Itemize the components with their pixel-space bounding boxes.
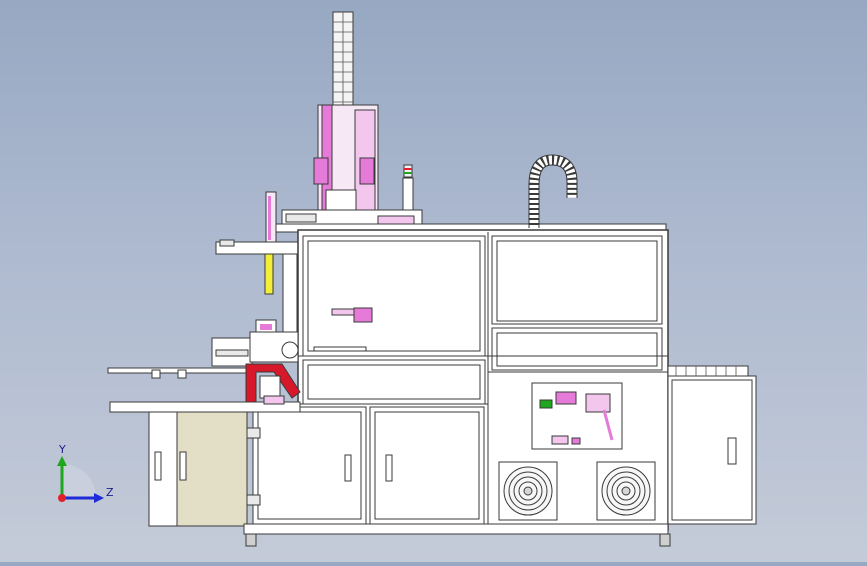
top-crossbar	[265, 209, 667, 233]
bracket-left	[331, 308, 355, 316]
lower-doors	[245, 406, 485, 525]
electrical-panel	[531, 382, 623, 450]
z-axis-label: Z	[106, 486, 114, 499]
cooling-fan-right	[596, 461, 656, 521]
tower-light	[402, 164, 414, 213]
cooling-fan-left	[498, 461, 558, 521]
left-arm	[215, 191, 299, 335]
left-conveyor	[107, 337, 253, 379]
machine-base	[243, 523, 671, 547]
right-cabinet	[667, 365, 757, 525]
outfeed-table	[109, 401, 301, 527]
upper-shelf	[313, 346, 367, 352]
lift-module	[313, 104, 379, 218]
coordinate-triad: Y Z	[57, 443, 114, 503]
cable-drag-chain	[528, 154, 578, 228]
y-axis-label: Y	[58, 443, 66, 456]
bracket-right	[353, 307, 373, 323]
transfer-unit	[245, 319, 301, 405]
